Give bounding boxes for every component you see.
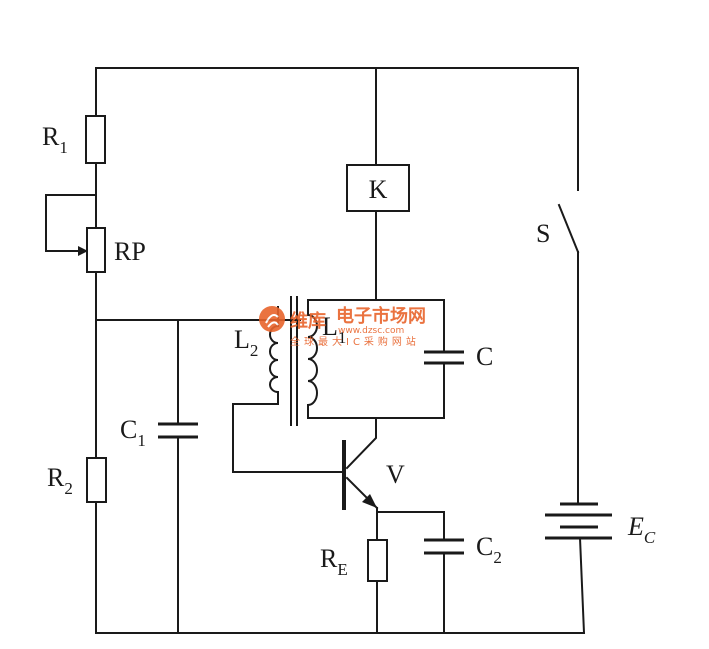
s-label: S [536,219,550,248]
coil-l1 [306,313,318,407]
watermark-url: www.dzsc.com [338,326,404,336]
resistor-re [367,539,388,582]
watermark-logo-icon [259,306,285,332]
emitter-arrow [362,494,377,508]
watermark-tagline: 全球最大IC采购网站 [290,335,420,348]
k-label: K [369,175,388,204]
capacitor-c2 [424,538,464,555]
l1-label: L1 [322,312,346,347]
wires [45,67,586,635]
r1-label: R1 [42,122,68,157]
resistor-r2 [86,457,107,503]
coil-l2 [269,324,280,394]
resistor-r1 [85,115,106,164]
rp-label: RP [114,237,146,266]
capacitor-c1 [158,422,198,439]
c-label: C [476,342,493,371]
watermark-site: 电子市场网 [336,305,426,327]
potentiometer-rp [86,227,106,273]
r2-label: R2 [47,463,73,498]
c2-label: C2 [476,532,502,567]
capacitor-c [424,350,464,365]
rp-wiper-arrow [78,246,88,256]
l2-label: L2 [234,325,258,360]
c1-label: C1 [120,415,146,450]
v-label: V [386,460,405,489]
battery-ec [545,502,612,540]
watermark: 维库 电子市场网 www.dzsc.com 全球最大IC采购网站 [259,305,426,348]
switch-s [557,203,580,254]
transistor-v [342,440,377,510]
ec-label: EC [627,512,656,547]
watermark-brand: 维库 [290,310,326,332]
relay-k [346,164,410,212]
transformer [269,296,318,426]
re-label: RE [320,544,348,579]
